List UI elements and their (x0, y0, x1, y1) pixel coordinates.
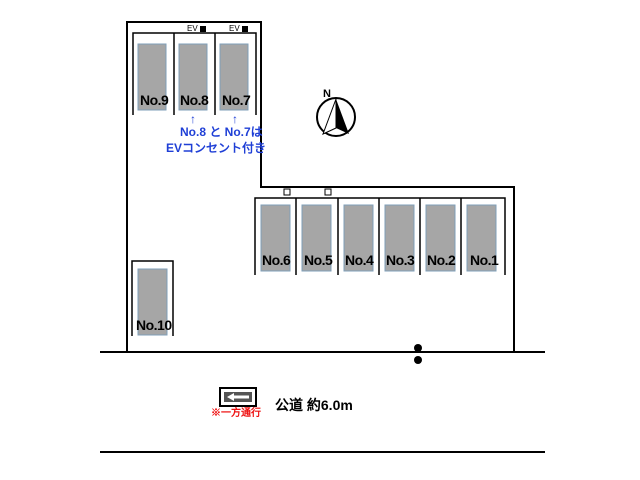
ev-square-icon (199, 25, 206, 32)
right-stall-frame (254, 197, 506, 275)
stall-label-no9: No.9 (140, 92, 169, 108)
upper-stall-frame (132, 32, 257, 115)
stall-label-no6: No.6 (262, 252, 291, 268)
compass-icon (316, 97, 356, 137)
lot-boundary (126, 21, 515, 352)
upper-stall-fills (137, 43, 249, 111)
right-stall-fills (260, 204, 497, 272)
road-label: 公道 約6.0m (275, 397, 353, 413)
stall-label-no8: No.8 (180, 92, 209, 108)
ev-note-line2: EVコンセント付き (166, 141, 267, 155)
outlet-marker-1 (283, 188, 291, 196)
ev-tag-label: EV (187, 24, 198, 33)
bollard-bottom (414, 356, 422, 364)
stall-label-no7: No.7 (222, 92, 251, 108)
compass-north-label: N (323, 88, 331, 100)
arrow-up-icon: ↑ (232, 112, 238, 126)
ev-note-line1: No.8 と No.7は (180, 125, 263, 139)
ev-square-icon (241, 25, 248, 32)
one-way-sign (219, 387, 257, 407)
ev-tag-no8: EV (187, 24, 206, 33)
stall-10-frame (131, 260, 174, 336)
stall-label-no4: No.4 (345, 252, 374, 268)
stall-label-no2: No.2 (427, 252, 456, 268)
ev-tag-no7: EV (229, 24, 248, 33)
stall-label-no3: No.3 (386, 252, 415, 268)
stall-label-no10: No.10 (136, 317, 172, 333)
bollard-top (414, 344, 422, 352)
arrow-up-icon: ↑ (190, 112, 196, 126)
stall-10-fill (137, 268, 168, 336)
one-way-label: ※一方通行 (211, 408, 261, 419)
ev-tag-label: EV (229, 24, 240, 33)
stall-label-no5: No.5 (304, 252, 333, 268)
stall-label-no1: No.1 (470, 252, 499, 268)
outlet-marker-2 (324, 188, 332, 196)
